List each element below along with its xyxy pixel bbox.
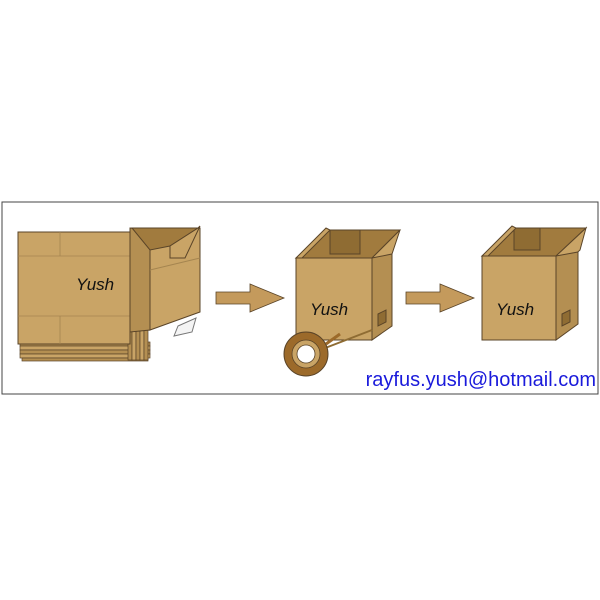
step2-group <box>294 227 402 351</box>
right-arrow-icon <box>405 283 476 313</box>
blank-score-lines <box>18 232 130 344</box>
brand-label-2: Yush <box>310 300 348 319</box>
brand-label-1: Yush <box>76 275 114 294</box>
tape-roll-icon <box>283 331 341 377</box>
opened-box-step1 <box>129 225 201 337</box>
right-arrow-icon <box>215 283 286 313</box>
step1-group: Yush <box>17 225 201 362</box>
carton-front-step2 <box>295 257 373 341</box>
carton-front-step3 <box>481 255 557 341</box>
contact-email: rayfus.yush@hotmail.com <box>366 369 596 391</box>
step3-group <box>480 225 588 341</box>
brand-label-3: Yush <box>496 300 534 319</box>
